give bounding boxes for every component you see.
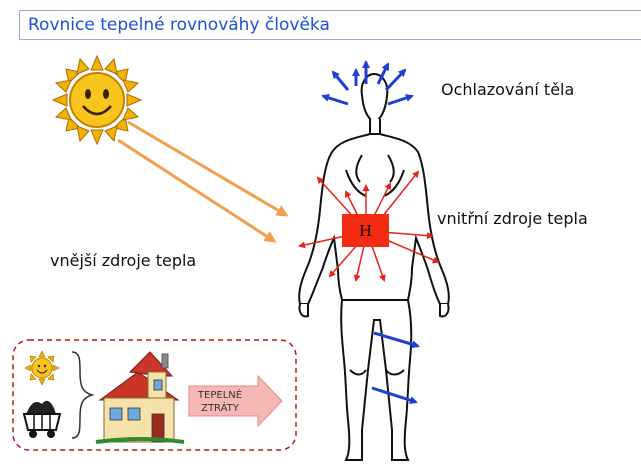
- small-sun-icon: [25, 351, 59, 385]
- house-icon: [96, 352, 184, 442]
- external-sources-label: vnější zdroje tepla: [50, 251, 196, 270]
- heat-source-box: H: [342, 214, 389, 247]
- internal-sources-label: vnitřní zdroje tepla: [437, 209, 588, 228]
- heat-loss-label-line2: ZTRÁTY: [189, 402, 251, 415]
- coal-cart-icon: [24, 401, 60, 438]
- cooling-label: Ochlazování těla: [441, 80, 574, 99]
- grouping-brace: [72, 352, 92, 438]
- external-heat-arrows: [118, 122, 286, 241]
- heat-loss-label: TEPELNÉ ZTRÁTY: [189, 379, 251, 424]
- human-body-outline: [299, 74, 449, 460]
- sun-icon: [53, 56, 141, 144]
- heat-loss-label-line1: TEPELNÉ: [189, 389, 251, 402]
